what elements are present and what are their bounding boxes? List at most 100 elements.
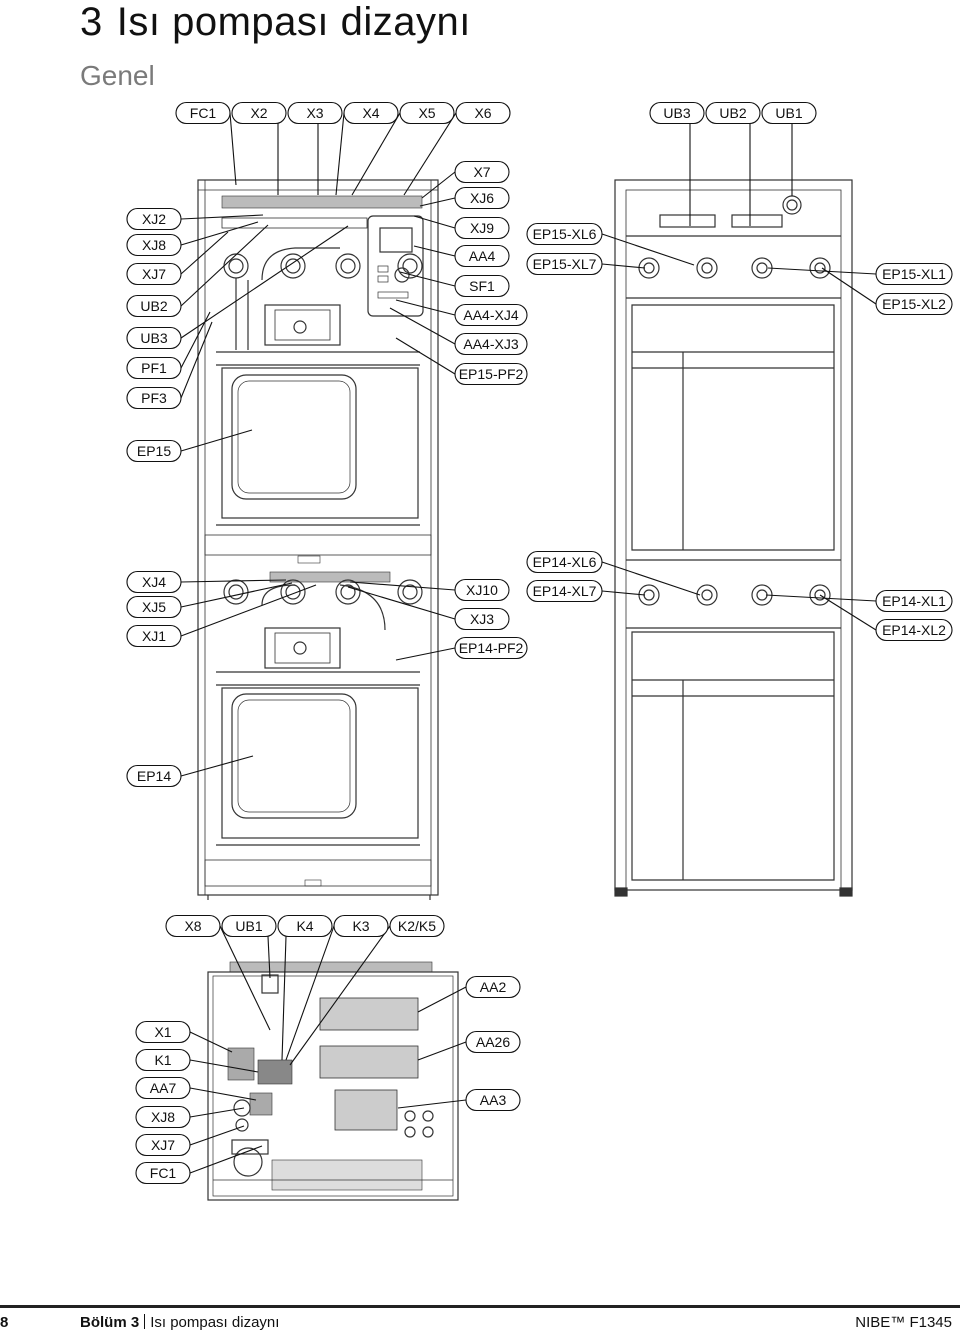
callout-frame [277, 914, 333, 938]
callout-label: XJ3 [470, 611, 494, 627]
leader-line-ep15-xl6 [601, 233, 695, 266]
callout-frame [126, 624, 182, 648]
callout-frame [454, 607, 510, 631]
leader-line-k4 [281, 936, 287, 1061]
section-title: Genel [80, 60, 155, 91]
callout-frame [465, 1088, 521, 1112]
callout-label: XJ7 [142, 266, 166, 282]
callout-frame [526, 579, 603, 603]
callout-xj8: XJ8 [135, 1105, 191, 1129]
leader-line-ep14 [180, 755, 254, 777]
callout-label: XJ6 [470, 190, 494, 206]
callout-x5: X5 [399, 101, 455, 125]
callout-frame [649, 101, 705, 125]
callout-label: AA4-XJ3 [463, 336, 518, 352]
leader-line-xj8 [189, 1107, 245, 1118]
leader-line-aa4 [413, 245, 456, 257]
callout-frame [875, 262, 953, 286]
leader-line-k3 [285, 925, 335, 1061]
footer-separator [144, 1314, 146, 1329]
callout-ep14-xl2: EP14-XL2 [875, 618, 953, 642]
callout-label: EP14-XL1 [882, 593, 946, 609]
callout-ep14-pf2: EP14-PF2 [454, 636, 528, 660]
footer-brand: NIBE™ F1345 [855, 1314, 952, 1331]
callout-label: UB2 [719, 105, 746, 121]
callout-frame [455, 101, 511, 125]
leader-line-ep15-xl7 [601, 263, 646, 269]
callout-pf3: PF3 [126, 386, 182, 410]
leader-line-pf3 [180, 321, 213, 399]
footer-chapter-prefix: Bölüm 3 [80, 1314, 140, 1331]
callout-label: X1 [154, 1024, 171, 1040]
callout-x3: X3 [287, 101, 343, 125]
callout-ep14-xl6: EP14-XL6 [526, 550, 603, 574]
leader-line-x7 [421, 171, 456, 199]
callout-k2-k5: K2/K5 [389, 914, 445, 938]
callout-xj8: XJ8 [126, 233, 182, 257]
callout-sf1: SF1 [454, 274, 510, 298]
callout-aa2: AA2 [465, 975, 521, 999]
callout-frame [126, 595, 182, 619]
callout-frame [454, 274, 510, 298]
callout-label: XJ9 [470, 220, 494, 236]
callout-frame [126, 326, 182, 350]
callout-ep15-pf2: EP15-PF2 [454, 362, 528, 386]
callout-label: XJ8 [142, 237, 166, 253]
callout-label: UB2 [140, 298, 167, 314]
callout-label: EP14-PF2 [459, 640, 524, 656]
callout-frame [526, 252, 603, 276]
leader-line-ep15 [180, 429, 253, 452]
leader-line-k1 [189, 1059, 259, 1073]
callout-pf1: PF1 [126, 356, 182, 380]
callout-label: XJ1 [142, 628, 166, 644]
chapter-number: 3 [80, 0, 103, 44]
callout-label: FC1 [150, 1165, 177, 1181]
callout-frame [454, 303, 528, 327]
callout-frame [135, 1048, 191, 1072]
callout-frame [875, 292, 953, 316]
callout-frame [454, 244, 510, 268]
callout-x2: X2 [231, 101, 287, 125]
callout-ub2: UB2 [126, 294, 182, 318]
leader-line-xj4 [180, 579, 287, 583]
callout-aa3: AA3 [465, 1088, 521, 1112]
callout-label: UB1 [235, 918, 262, 934]
callout-ep14-xl1: EP14-XL1 [875, 589, 953, 613]
leader-line-xj5 [180, 582, 293, 608]
callout-ub3: UB3 [649, 101, 705, 125]
callout-frame [454, 216, 510, 240]
callout-aa4-xj3: AA4-XJ3 [454, 332, 528, 356]
leader-line-x1 [189, 1031, 233, 1053]
callout-frame [126, 386, 182, 410]
callout-label: X8 [184, 918, 201, 934]
callout-label: X7 [473, 164, 490, 180]
leader-line-xj7 [180, 231, 229, 275]
callout-frame [761, 101, 817, 125]
callout-aa26: AA26 [465, 1030, 521, 1054]
callout-frame [333, 914, 389, 938]
leader-line-ep14-xl1 [765, 594, 877, 602]
leader-line-ep15-pf2 [395, 337, 456, 375]
callout-label: EP15-PF2 [459, 366, 524, 382]
callout-label: X3 [306, 105, 323, 121]
callout-x8: X8 [165, 914, 221, 938]
callout-aa4: AA4 [454, 244, 510, 268]
leader-line-sf1 [399, 271, 456, 287]
callout-label: EP14 [137, 768, 171, 784]
callout-frame [135, 1133, 191, 1157]
leader-line-xj9 [413, 215, 456, 229]
callout-frame [175, 101, 231, 125]
callout-xj9: XJ9 [454, 216, 510, 240]
leader-line-xj8 [180, 221, 259, 246]
callout-frame [126, 356, 182, 380]
callout-label: EP14-XL7 [533, 583, 597, 599]
side-unit-drawing [614, 179, 853, 897]
leader-line-ub3 [180, 225, 349, 339]
leader-line-ep15-xl1 [767, 267, 877, 275]
callout-frame [231, 101, 287, 125]
callout-frame [526, 222, 603, 246]
callout-xj5: XJ5 [126, 595, 182, 619]
leader-line-ep14-xl6 [601, 561, 701, 596]
